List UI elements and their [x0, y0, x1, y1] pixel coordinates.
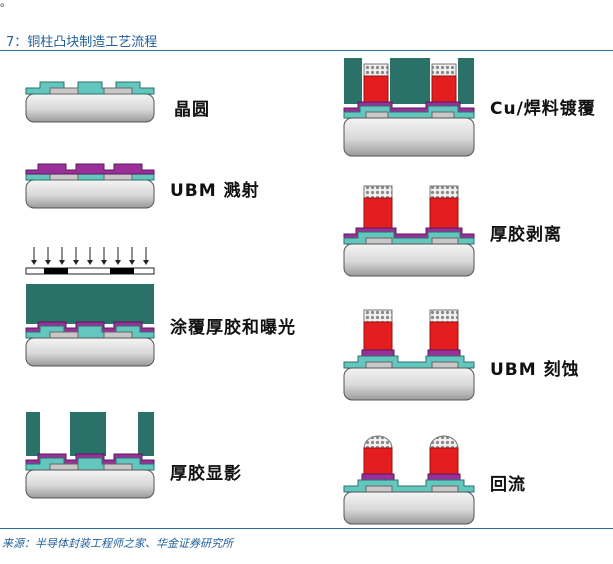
wafer-substrate — [343, 243, 475, 277]
passivation-layer — [25, 81, 155, 95]
photoresist-block — [138, 412, 154, 456]
uv-light-arrows — [33, 247, 147, 262]
copper-pillar — [363, 197, 393, 231]
ubm-under-pillar — [361, 473, 395, 481]
ubm-under-pillar — [427, 349, 461, 357]
solder-cap — [429, 185, 459, 199]
ubm-layer — [25, 163, 155, 175]
bond-pad — [103, 87, 133, 95]
solder-cap — [363, 63, 389, 77]
solder-cap — [429, 309, 459, 323]
mask-opaque-region — [110, 268, 134, 274]
footer-rule — [0, 528, 613, 529]
step-ubm-sputter-diagram — [25, 163, 155, 209]
title-rule — [0, 50, 613, 51]
bond-pad — [49, 87, 79, 95]
bond-pad — [431, 237, 459, 245]
uv-arrowheads — [31, 260, 149, 265]
step-wafer-diagram — [25, 81, 155, 123]
bond-pad — [49, 331, 79, 339]
step-label-wafer: 晶圆 — [174, 100, 210, 120]
bond-pad — [365, 111, 389, 119]
bond-pad — [365, 237, 393, 245]
photoresist-block — [344, 58, 362, 104]
step-ubm-etch-diagram — [343, 309, 475, 401]
solder-ball — [363, 435, 393, 449]
bond-pad — [431, 111, 455, 119]
photomask — [25, 267, 155, 275]
page-fragment-mark: 。 — [0, 0, 11, 9]
step-resist-expose-diagram — [25, 247, 155, 367]
solder-cap — [431, 63, 457, 77]
copper-pillar — [431, 75, 457, 105]
bond-pad — [431, 361, 459, 369]
wafer-substrate — [343, 117, 475, 157]
wafer-substrate — [343, 367, 475, 401]
bond-pad — [49, 173, 79, 181]
copper-pillar — [363, 321, 393, 351]
copper-pillar — [429, 197, 459, 231]
photoresist-block — [458, 58, 474, 104]
bond-pad — [365, 485, 393, 493]
step-resist-strip-diagram — [343, 185, 475, 277]
passivation-layer — [25, 457, 155, 471]
step-label-resist-expose: 涂覆厚胶和曝光 — [170, 318, 296, 338]
wafer-substrate — [25, 179, 155, 209]
bond-pad — [103, 173, 133, 181]
copper-pillar — [429, 321, 459, 351]
figure-title: 7：铜柱凸块制造工艺流程 — [6, 35, 158, 50]
step-plating-diagram — [343, 58, 475, 157]
ubm-under-pillar — [427, 473, 461, 481]
passivation-layer — [25, 325, 155, 339]
step-label-resist-strip: 厚胶剥离 — [490, 225, 562, 245]
photoresist-block — [70, 412, 106, 456]
wafer-substrate — [343, 491, 475, 525]
copper-pillar — [363, 75, 389, 105]
wafer-substrate — [25, 469, 155, 499]
bond-pad — [431, 485, 459, 493]
step-label-ubm-etch: UBM 刻蚀 — [490, 360, 580, 380]
solder-ball — [429, 435, 459, 449]
bond-pad — [103, 463, 133, 471]
step-label-plating: Cu/焊料镀覆 — [490, 99, 596, 119]
copper-pillar — [363, 447, 393, 475]
solder-cap — [363, 309, 393, 323]
photoresist-layer — [26, 284, 154, 324]
wafer-substrate — [25, 337, 155, 367]
copper-pillar — [429, 447, 459, 475]
step-resist-develop-diagram — [25, 412, 155, 499]
source-note: 来源：半导体封装工程师之家、华金证券研究所 — [2, 537, 233, 550]
mask-opaque-region — [44, 268, 68, 274]
step-label-reflow: 回流 — [490, 475, 526, 495]
wafer-substrate — [25, 93, 155, 123]
solder-cap — [363, 185, 393, 199]
step-label-resist-develop: 厚胶显影 — [170, 464, 242, 484]
bond-pad — [49, 463, 79, 471]
bond-pad — [103, 331, 133, 339]
step-label-ubm-sputter: UBM 溅射 — [170, 181, 260, 201]
bond-pad — [365, 361, 393, 369]
photoresist-block — [26, 412, 40, 456]
step-reflow-diagram — [343, 435, 475, 525]
photoresist-block — [390, 58, 430, 104]
ubm-under-pillar — [361, 349, 395, 357]
